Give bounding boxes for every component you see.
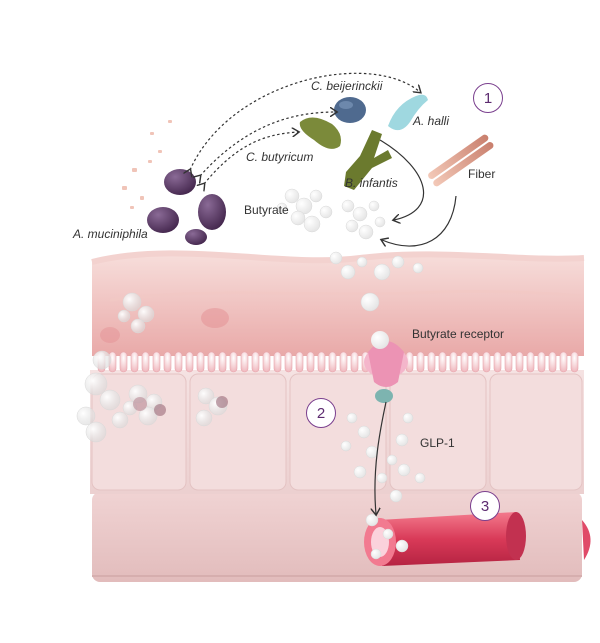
butyrate-receptor — [364, 331, 408, 403]
label-c-beijerinckii: C. beijerinckii — [311, 79, 383, 93]
label-b-infantis: B. infantis — [345, 176, 398, 190]
label-glp1: GLP-1 — [420, 436, 455, 450]
fiber — [428, 134, 494, 187]
label-butyrate: Butyrate — [244, 203, 289, 217]
butyrate-molecules — [76, 188, 426, 560]
interaction-arrows — [190, 72, 457, 514]
label-c-butyricum: C. butyricum — [246, 150, 314, 164]
label-fiber: Fiber — [468, 167, 496, 181]
c-butyricum-bacterium — [299, 117, 341, 149]
c-beijerinckii-bacterium — [334, 97, 366, 123]
step-marker-3: 3 — [470, 491, 500, 521]
label-a-muciniphila: A. muciniphila — [73, 227, 148, 241]
mucus-layer — [91, 250, 585, 356]
label-butyrate-receptor: Butyrate receptor — [412, 327, 505, 341]
label-a-halli: A. halli — [413, 114, 450, 128]
epithelial-cells — [90, 370, 584, 494]
particles — [122, 120, 172, 209]
step-marker-1: 1 — [473, 83, 503, 113]
a-muciniphila-bacteria — [147, 169, 226, 245]
microvilli — [97, 351, 579, 373]
step-marker-2: 2 — [306, 398, 336, 428]
